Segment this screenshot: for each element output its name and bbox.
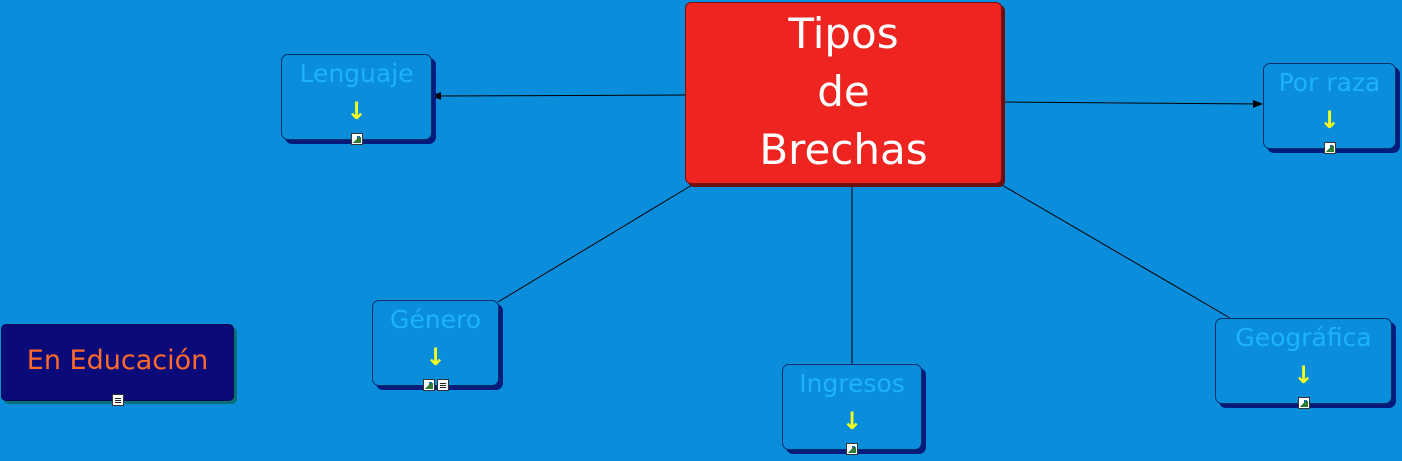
title-line-1: Tipos <box>788 9 899 58</box>
image-resource-icon[interactable] <box>350 133 363 145</box>
concept-label: Lenguaje <box>299 59 414 88</box>
image-resource-icon[interactable] <box>1297 397 1310 409</box>
concept-genero[interactable]: Género ↓ <box>372 300 499 391</box>
link-por-raza <box>1002 99 1263 108</box>
image-resource-icon[interactable] <box>1323 142 1336 154</box>
concept-label: Geográfica <box>1235 323 1372 352</box>
concept-label: Ingresos <box>799 369 905 398</box>
down-arrow-icon: ↓ <box>346 97 367 125</box>
down-arrow-icon: ↓ <box>841 407 863 435</box>
image-resource-icon[interactable] <box>846 443 858 455</box>
link-genero <box>497 184 693 303</box>
down-arrow-icon: ↓ <box>425 343 446 371</box>
concept-tipos-de-brechas[interactable]: Tipos de Brechas <box>685 2 1002 184</box>
image-resource-icon[interactable] <box>422 379 435 391</box>
concept-label: En Educación <box>26 345 209 376</box>
concept-geografica[interactable]: Geográfica ↓ <box>1215 318 1392 409</box>
concept-label: Por raza <box>1278 68 1381 97</box>
document-resource-icon[interactable] <box>111 394 124 406</box>
concept-ingresos[interactable]: Ingresos ↓ <box>782 364 922 455</box>
concept-en-educacion[interactable]: En Educación <box>1 324 234 406</box>
link-lenguaje <box>431 91 686 100</box>
down-arrow-icon: ↓ <box>1319 106 1340 134</box>
title-line-3: Brechas <box>759 125 928 174</box>
concept-lenguaje[interactable]: Lenguaje ↓ <box>281 54 432 145</box>
concept-por-raza[interactable]: Por raza ↓ <box>1263 63 1396 154</box>
main-title: Tipos de Brechas <box>686 5 1001 179</box>
document-resource-icon[interactable] <box>436 379 449 391</box>
title-line-2: de <box>817 67 870 116</box>
link-geografica <box>1001 184 1231 319</box>
down-arrow-icon: ↓ <box>1293 361 1314 389</box>
concept-label: Género <box>389 305 481 334</box>
